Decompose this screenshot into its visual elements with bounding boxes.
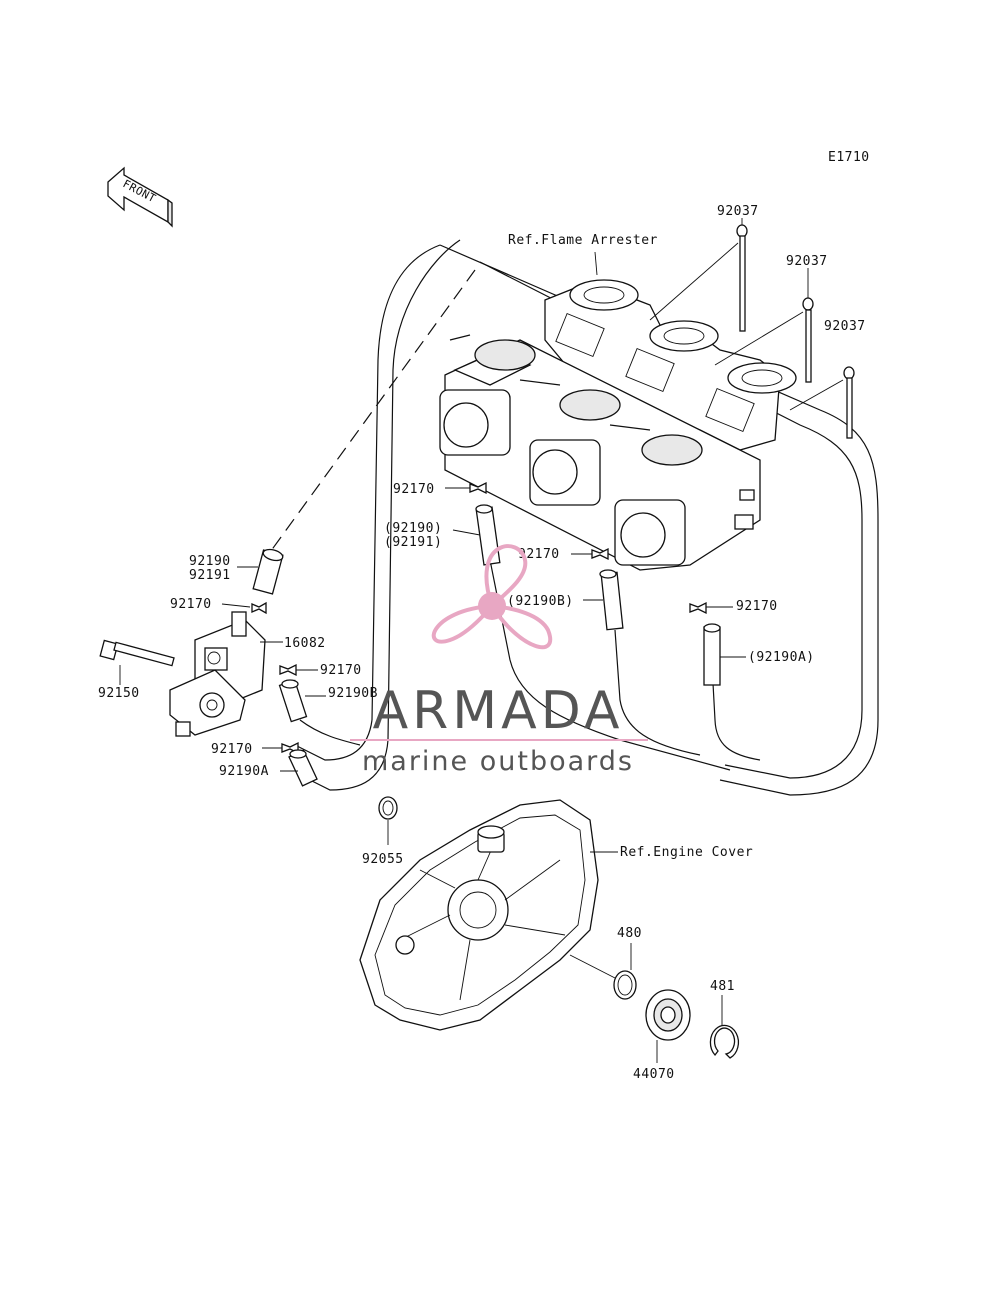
hose-92190A-left <box>288 749 318 787</box>
front-arrow-icon: FRONT <box>107 166 173 228</box>
label-92037-c: 92037 <box>824 319 866 334</box>
clip-92170-d <box>251 601 267 615</box>
label-92191-paren: (92191) <box>384 535 442 550</box>
o-ring-92055 <box>378 796 398 820</box>
clip-92170-b <box>591 547 609 561</box>
label-481: 481 <box>710 979 735 994</box>
engine-cover-ref <box>359 799 599 1031</box>
label-92170-f: 92170 <box>211 742 253 757</box>
label-92190-paren: (92190) <box>384 521 442 536</box>
label-92037-b: 92037 <box>786 254 828 269</box>
clip-92170-a <box>469 481 487 495</box>
tie-92037-c <box>843 366 855 439</box>
hose-92190B-paren <box>599 569 624 631</box>
tie-92037-b <box>802 297 814 383</box>
valve-16082 <box>169 611 266 737</box>
label-92170-e: 92170 <box>320 663 362 678</box>
watermark-brand: ARMADA <box>373 681 624 741</box>
diagram-code: E1710 <box>828 150 870 165</box>
label-92055: 92055 <box>362 852 404 867</box>
carburetor-assembly <box>439 334 761 571</box>
tie-92037-a <box>736 224 748 332</box>
propeller-logo-icon <box>431 544 552 650</box>
flame-arrester-ref <box>544 279 797 451</box>
label-92190B-left: 92190B <box>328 686 378 701</box>
label-92170-a: 92170 <box>393 482 435 497</box>
ref-flame-arrester-label: Ref.Flame Arrester <box>508 233 658 248</box>
label-92190-left: 92190 <box>189 554 231 569</box>
label-16082: 16082 <box>284 636 326 651</box>
label-92190A-left: 92190A <box>219 764 269 779</box>
label-92170-c: 92170 <box>736 599 778 614</box>
bearing-44070 <box>645 989 691 1041</box>
hose-92190A-paren <box>703 623 721 686</box>
label-92191-left: 92191 <box>189 568 231 583</box>
hose-92190-left <box>252 548 284 595</box>
clip-92170-e <box>279 663 297 677</box>
label-92150: 92150 <box>98 686 140 701</box>
snap-ring-480 <box>613 970 637 1000</box>
ref-engine-cover-label: Ref.Engine Cover <box>620 845 753 860</box>
armada-watermark: ARMADA marine outboards <box>350 544 648 777</box>
label-92190B-paren: (92190B) <box>507 594 574 609</box>
label-92190A-paren: (92190A) <box>748 650 815 665</box>
label-92170-b: 92170 <box>518 547 560 562</box>
circlip-481 <box>709 1024 740 1059</box>
watermark-tagline: marine outboards <box>362 746 634 777</box>
hose-92190B-left <box>278 679 308 723</box>
label-480: 480 <box>617 926 642 941</box>
label-92170-d: 92170 <box>170 597 212 612</box>
clip-92170-c <box>689 601 707 615</box>
label-44070: 44070 <box>633 1067 675 1082</box>
label-92037-a: 92037 <box>717 204 759 219</box>
bolt-92150 <box>99 639 175 667</box>
